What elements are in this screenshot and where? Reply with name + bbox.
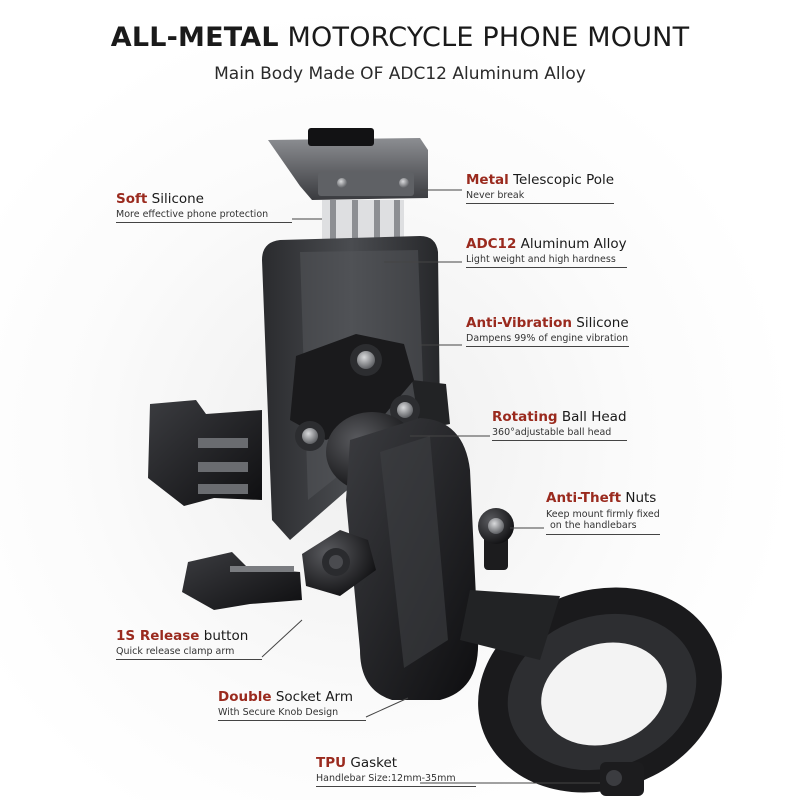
anti-theft-nut (478, 508, 514, 570)
callout-description: 360°adjustable ball head (492, 426, 612, 438)
title-rest: MOTORCYCLE PHONE MOUNT (278, 22, 690, 53)
callout-highlight: Anti-Theft (546, 490, 622, 506)
callout-anti-theft-nuts: Anti-Theft Nuts Keep mount firmly fixed … (546, 491, 660, 535)
callout-title: Silicone (572, 315, 629, 331)
side-clamp-arm-left (148, 400, 262, 506)
callout-title: Nuts (621, 490, 657, 506)
callout-description: Handlebar Size:12mm-35mm (316, 772, 456, 784)
callout-title: Gasket (346, 755, 398, 771)
callout-tpu-gasket: TPU Gasket Handlebar Size:12mm-35mm (316, 755, 476, 788)
telescopic-pole (322, 200, 404, 244)
handlebar-clamp (460, 587, 722, 793)
callout-highlight: Rotating (492, 409, 558, 425)
callout-title: Silicone (147, 191, 204, 207)
title-strong: ALL-METAL (110, 22, 279, 53)
bottom-clamp-foot (182, 552, 302, 610)
callout-aluminum-alloy: ADC12 Aluminum Alloy Light weight and hi… (466, 236, 627, 269)
side-clamp-arm-right (412, 380, 450, 430)
callout-highlight: TPU (316, 755, 347, 771)
page-title: ALL-METAL MOTORCYCLE PHONE MOUNT (0, 22, 800, 53)
callout-leaders (261, 189, 600, 784)
callout-anti-vibration: Anti-Vibration Silicone Dampens 99% of e… (466, 315, 629, 348)
top-clamp (268, 128, 428, 200)
callout-highlight: Soft (116, 191, 148, 207)
callout-description: Quick release clamp arm (116, 645, 235, 657)
page-subtitle: Main Body Made OF ADC12 Aluminum Alloy (214, 64, 586, 84)
callout-description-line-2: on the handlebars (550, 520, 637, 532)
callout-rotating-ball-head: Rotating Ball Head 360°adjustable ball h… (492, 409, 627, 442)
callout-description: More effective phone protection (116, 208, 269, 220)
callout-highlight: 1S Release (116, 628, 200, 644)
callout-description: Keep mount firmly fixed (546, 508, 660, 520)
callout-title: button (199, 628, 249, 644)
tpu-gasket (600, 762, 644, 796)
callout-highlight: ADC12 (466, 236, 517, 252)
callout-title: Socket Arm (271, 689, 354, 705)
callout-highlight: Metal (466, 172, 509, 188)
callout-release-button: 1S Release button Quick release clamp ar… (116, 628, 262, 661)
callout-title: Telescopic Pole (508, 172, 615, 188)
callout-description: Light weight and high hardness (466, 253, 616, 265)
callout-highlight: Double (218, 689, 272, 705)
quick-release-knob (302, 530, 376, 596)
double-socket-arm (346, 418, 479, 700)
callout-title: Aluminum Alloy (516, 236, 627, 252)
callout-highlight: Anti-Vibration (466, 315, 572, 331)
callout-telescopic-pole: Metal Telescopic Pole Never break (466, 172, 615, 205)
callout-description: With Secure Knob Design (218, 706, 339, 718)
callout-soft-silicone: Soft Silicone More effective phone prote… (116, 191, 292, 224)
callout-double-socket-arm: Double Socket Arm With Secure Knob Desig… (218, 689, 366, 722)
callout-description: Dampens 99% of engine vibration (466, 332, 629, 344)
callout-title: Ball Head (557, 409, 627, 425)
callout-description: Never break (466, 189, 525, 201)
